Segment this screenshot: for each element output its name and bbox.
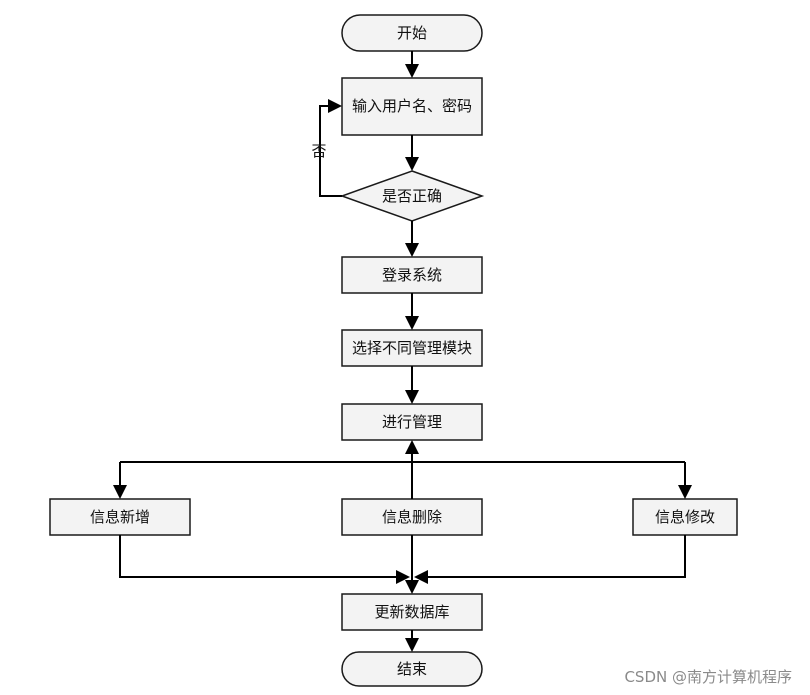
info-add-node: 信息新增: [49, 498, 191, 536]
info-delete-node: 信息删除: [341, 498, 483, 536]
select-module-label: 选择不同管理模块: [352, 339, 472, 357]
edge-info-merge: [119, 535, 686, 594]
login-node: 登录系统: [341, 256, 483, 294]
check-decision: 是否正确: [339, 170, 485, 222]
manage-node: 进行管理: [341, 403, 483, 441]
start-node: 开始: [341, 14, 483, 52]
end-node: 结束: [341, 651, 483, 687]
manage-label: 进行管理: [382, 413, 442, 431]
check-label: 是否正确: [382, 187, 442, 205]
start-label: 开始: [397, 24, 427, 42]
update-db-node: 更新数据库: [341, 593, 483, 631]
info-delete-label: 信息删除: [382, 508, 442, 526]
login-label: 登录系统: [382, 266, 442, 284]
edge-label-no: 否: [311, 142, 326, 160]
info-edit-label: 信息修改: [655, 508, 715, 526]
edge-input-to-check: [405, 135, 419, 171]
edge-login-to-select: [405, 293, 419, 330]
input-node: 输入用户名、密码: [341, 77, 483, 136]
info-add-label: 信息新增: [90, 508, 150, 526]
input-label: 输入用户名、密码: [352, 97, 472, 115]
edge-update-to-end: [405, 630, 419, 652]
info-edit-node: 信息修改: [632, 498, 738, 536]
edge-check-no-loop: 否: [311, 99, 342, 197]
update-db-label: 更新数据库: [374, 603, 449, 621]
edge-start-to-input: [405, 51, 419, 78]
edge-check-to-login: [405, 221, 419, 257]
edge-select-to-manage: [405, 366, 419, 404]
edge-manage-branches: [113, 440, 692, 499]
watermark: CSDN @南方计算机程序: [624, 668, 792, 686]
select-module-node: 选择不同管理模块: [341, 329, 483, 367]
end-label: 结束: [397, 660, 427, 678]
